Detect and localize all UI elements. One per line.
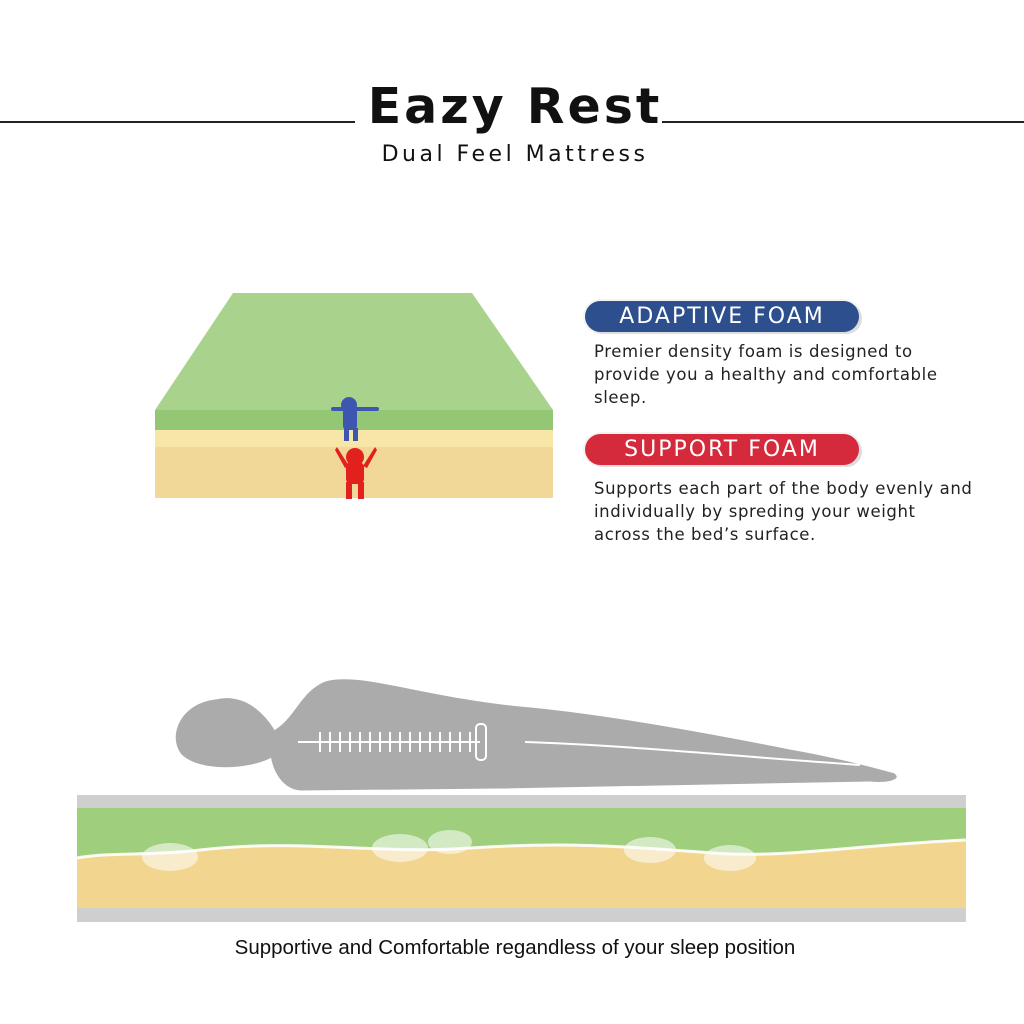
blue-figure-icon (331, 397, 379, 441)
adaptive-foam-description: Premier density foam is designed to prov… (594, 342, 938, 407)
red-figure-icon (335, 447, 377, 499)
adaptive-foam-badge: ADAPTIVE FOAM (585, 301, 859, 332)
page-subtitle: Dual Feel Mattress (381, 142, 649, 167)
support-foam-description: Supports each part of the body evenly an… (594, 479, 973, 544)
layer-diagram (155, 293, 553, 499)
title-rule-left (0, 121, 355, 123)
support-foam-badge: SUPPORT FOAM (585, 434, 859, 465)
body-silhouette (172, 676, 900, 794)
page-title: Eazy Rest (367, 78, 663, 135)
title-rule-right (662, 121, 1024, 123)
spine-icon (298, 723, 861, 766)
caption: Supportive and Comfortable regandless of… (234, 936, 796, 959)
mattress-with-sleeper (76, 676, 967, 922)
